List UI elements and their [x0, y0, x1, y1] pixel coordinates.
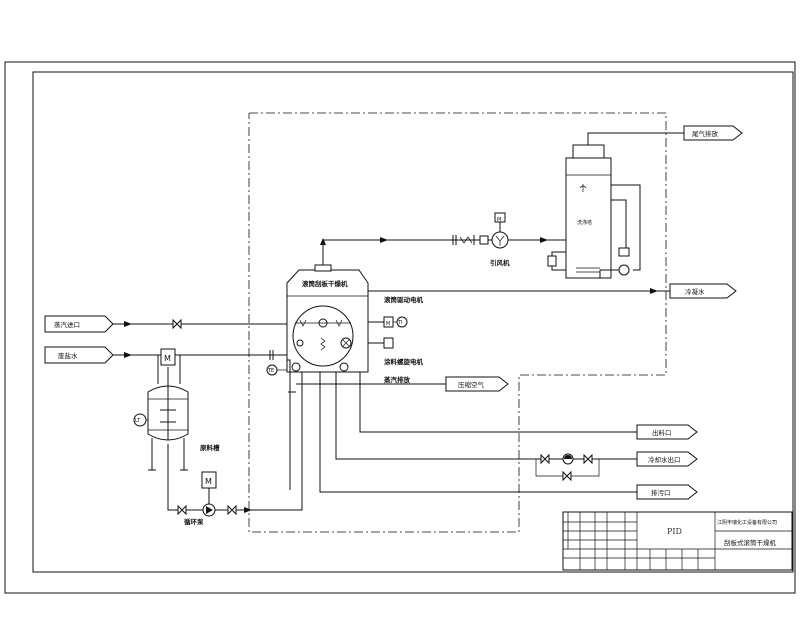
dryer-label: 滚筒刮板干燥机	[302, 279, 348, 288]
duct-fittings	[452, 235, 489, 245]
vapour-duct	[322, 239, 566, 265]
fan-motor-icon	[494, 212, 506, 223]
cond-water-label: 冷凝水	[685, 287, 705, 296]
drain-arrow	[636, 484, 698, 500]
drum-dryer	[286, 264, 369, 373]
package-boundary	[248, 112, 667, 533]
discharge-arrow	[636, 424, 698, 440]
discharge-label: 出料口	[652, 428, 672, 437]
tail-gas-arrow	[683, 125, 743, 141]
tail-gas-label: 尾气排放	[692, 129, 719, 138]
svg-text:M: M	[205, 477, 212, 486]
svg-text:TI: TI	[397, 320, 403, 326]
cooling-water-label: 冷却水出口	[648, 455, 681, 464]
svg-text:TE: TE	[267, 368, 274, 374]
cond-water-arrow	[669, 283, 737, 299]
steam-discharge-label: 蒸汽排放	[384, 375, 411, 384]
drain-pipe	[319, 372, 637, 493]
spread-motor-label: 涂料螺旋电机	[384, 357, 424, 366]
company-name: 江阴丰瑞化工设备有限公司	[717, 519, 777, 526]
scrubber-label: 洗涤塔	[577, 219, 592, 226]
circ-pump-label: 循环泵	[184, 517, 204, 526]
scrubber-tower: 洗涤塔	[565, 144, 612, 279]
tank-motor-symbol: M	[164, 354, 171, 363]
drawing-name: PID	[667, 527, 682, 536]
raw-water-label: 废盐水	[58, 351, 78, 360]
spread-motor-icon	[383, 337, 394, 349]
svg-text:M: M	[386, 321, 390, 327]
steam-inlet-valve-icon	[172, 318, 182, 330]
tail-gas-pipe	[587, 132, 684, 145]
scrubber-valve-icon	[547, 255, 557, 267]
fan-label: 引风机	[490, 258, 510, 267]
discharge-pipe	[359, 372, 637, 433]
compressed-air-arrow	[445, 376, 509, 392]
inner-border	[32, 71, 794, 573]
svg-text:M: M	[497, 217, 501, 223]
circ-pump-motor-icon	[201, 471, 217, 489]
feed-tank	[147, 348, 189, 471]
compressed-air-label: 压缩空气	[458, 380, 485, 389]
drum-motor-label: 滚筒驱动电机	[384, 295, 424, 304]
outer-border	[4, 61, 796, 594]
scrubber-loop	[611, 184, 641, 271]
drain-label: 排污口	[651, 488, 671, 497]
cooling-water-pipe	[335, 372, 637, 460]
scrubber-pump-motor-icon	[618, 247, 630, 257]
project-name: 刮板式滚筒干燥机	[724, 538, 777, 547]
steam-inlet-label: 蒸汽进口	[54, 320, 80, 329]
svg-text:LT: LT	[135, 418, 141, 424]
feed-tank-label: 原料槽	[200, 443, 220, 452]
steam-inlet-arrow	[44, 315, 114, 333]
title-block	[562, 511, 793, 571]
cooling-water-arrow	[636, 451, 698, 467]
cooling-water-valves	[535, 453, 600, 482]
scrubber-pump-icon	[618, 264, 630, 276]
raw-water-arrow	[44, 346, 114, 364]
